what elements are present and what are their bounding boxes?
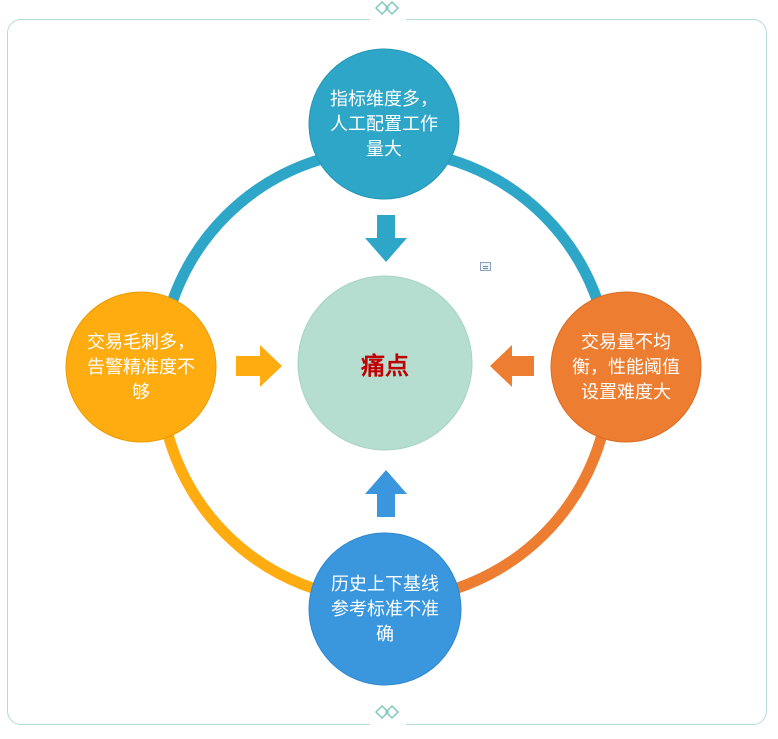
arrow-down-icon bbox=[365, 215, 407, 262]
center-circle bbox=[297, 275, 473, 451]
embedded-object-icon bbox=[480, 262, 491, 271]
center-label: 痛点 bbox=[361, 351, 409, 380]
node-right-text: 交易量不均 衡，性能阈值 设置难度大 bbox=[551, 317, 701, 417]
node-top-label: 指标维度多， 人工配置工作 量大 bbox=[330, 88, 438, 160]
node-bottom-text: 历史上下基线 参考标准不准 确 bbox=[310, 559, 460, 659]
arrow-right-icon bbox=[236, 345, 282, 387]
top-ornament-icon bbox=[370, 0, 406, 28]
node-bottom-label: 历史上下基线 参考标准不准 确 bbox=[331, 573, 439, 645]
node-left-circle bbox=[65, 291, 217, 443]
node-left-text: 交易毛刺多， 告警精准度不 够 bbox=[66, 317, 216, 417]
node-right-circle bbox=[550, 291, 702, 443]
bottom-ornament-icon bbox=[370, 704, 406, 734]
node-right-label: 交易量不均 衡，性能阈值 设置难度大 bbox=[572, 331, 680, 403]
node-bottom-circle bbox=[308, 532, 462, 686]
arrow-up-icon bbox=[365, 470, 407, 517]
node-top-circle bbox=[308, 48, 460, 200]
node-left-label: 交易毛刺多， 告警精准度不 够 bbox=[87, 331, 195, 403]
node-top-text: 指标维度多， 人工配置工作 量大 bbox=[309, 74, 459, 174]
arrow-left-icon bbox=[490, 345, 534, 387]
